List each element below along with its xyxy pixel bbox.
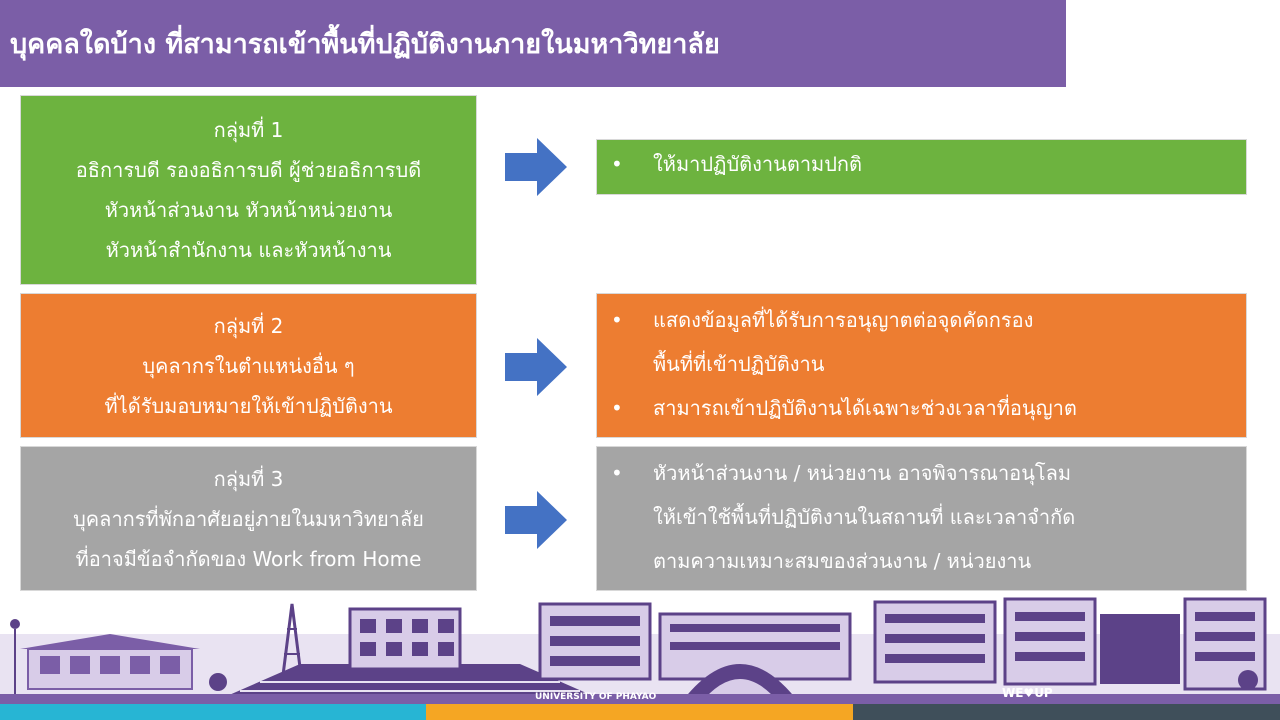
bullet-item: • หัวหน้าส่วนงาน / หน่วยงาน อาจพิจารณาอน…	[609, 451, 1234, 583]
bullet-text: ให้มาปฏิบัติงานตามปกติ	[653, 152, 863, 176]
slogan-logo: WE♥UP	[1002, 686, 1053, 700]
bullet-text: แสดงข้อมูลที่ได้รับการอนุญาตต่อจุดคัดกรอ…	[653, 308, 1034, 332]
group-1-result-box: • ให้มาปฏิบัติงานตามปกติ	[596, 139, 1247, 195]
title-bar: บุคคลใดบ้าง ที่สามารถเข้าพื้นที่ปฏิบัติง…	[0, 0, 1066, 87]
group-1-line-2: หัวหน้าส่วนงาน หัวหน้าหน่วยงาน	[104, 198, 393, 222]
bullet-item: • สามารถเข้าปฏิบัติงานได้เฉพาะช่วงเวลาที…	[609, 386, 1234, 430]
arrow-right-icon	[505, 338, 567, 396]
group-3-result-box: • หัวหน้าส่วนงาน / หน่วยงาน อาจพิจารณาอน…	[596, 446, 1247, 591]
group-2-line-1: บุคลากรในตำแหน่งอื่น ๆ	[142, 353, 355, 378]
bullet-text-continued: พื้นที่ที่เข้าปฏิบัติงาน	[653, 352, 825, 376]
bullet-text: หัวหน้าส่วนงาน / หน่วยงาน อาจพิจารณาอนุโ…	[653, 461, 1072, 485]
campus-skyline-illustration	[0, 597, 1280, 704]
slide-title: บุคคลใดบ้าง ที่สามารถเข้าพื้นที่ปฏิบัติง…	[10, 29, 720, 60]
arrow-right-icon	[505, 138, 567, 196]
footer-bar-cyan	[0, 704, 426, 720]
group-3-line-1: บุคลากรที่พักอาศัยอยู่ภายในมหาวิทยาลัย	[73, 506, 424, 531]
group-2-result-box: • แสดงข้อมูลที่ได้รับการอนุญาตต่อจุดคัดก…	[596, 293, 1247, 438]
group-3-line-2: ที่อาจมีข้อจำกัดของ Work from Home	[75, 546, 422, 571]
group-1-box: กลุ่มที่ 1 อธิการบดี รองอธิการบดี ผู้ช่ว…	[20, 95, 477, 285]
group-3-box: กลุ่มที่ 3 บุคลากรที่พักอาศัยอยู่ภายในมห…	[20, 446, 477, 591]
group-2-box: กลุ่มที่ 2 บุคลากรในตำแหน่งอื่น ๆ ที่ได้…	[20, 293, 477, 438]
bullet-item: • ให้มาปฏิบัติงานตามปกติ	[609, 142, 1234, 186]
bullet-text-continued: ตามความเหมาะสมของส่วนงาน / หน่วยงาน	[653, 549, 1032, 573]
group-2-line-2: ที่ได้รับมอบหมายให้เข้าปฏิบัติงาน	[104, 393, 393, 418]
bullet-item: • แสดงข้อมูลที่ได้รับการอนุญาตต่อจุดคัดก…	[609, 298, 1234, 386]
bullet-text-continued: ให้เข้าใช้พื้นที่ปฏิบัติงานในสถานที่ และ…	[653, 505, 1076, 529]
bullet-icon: •	[611, 461, 623, 485]
group-3-heading: กลุ่มที่ 3	[213, 466, 284, 491]
group-2-heading: กลุ่มที่ 2	[213, 313, 284, 338]
bullet-text: สามารถเข้าปฏิบัติงานได้เฉพาะช่วงเวลาที่อ…	[653, 396, 1077, 420]
bullet-icon: •	[611, 152, 623, 176]
group-1-heading: กลุ่มที่ 1	[213, 118, 284, 142]
bullet-icon: •	[611, 308, 623, 332]
footer-bar-dark	[853, 704, 1280, 720]
group-1-line-1: อธิการบดี รองอธิการบดี ผู้ช่วยอธิการบดี	[75, 158, 422, 182]
group-1-line-3: หัวหน้าสำนักงาน และหัวหน้างาน	[105, 238, 392, 262]
footer-bar-orange	[426, 704, 853, 720]
arrow-right-icon	[505, 491, 567, 549]
university-wordmark: UNIVERSITY OF PHAYAO	[535, 692, 657, 702]
bullet-icon: •	[611, 396, 623, 420]
